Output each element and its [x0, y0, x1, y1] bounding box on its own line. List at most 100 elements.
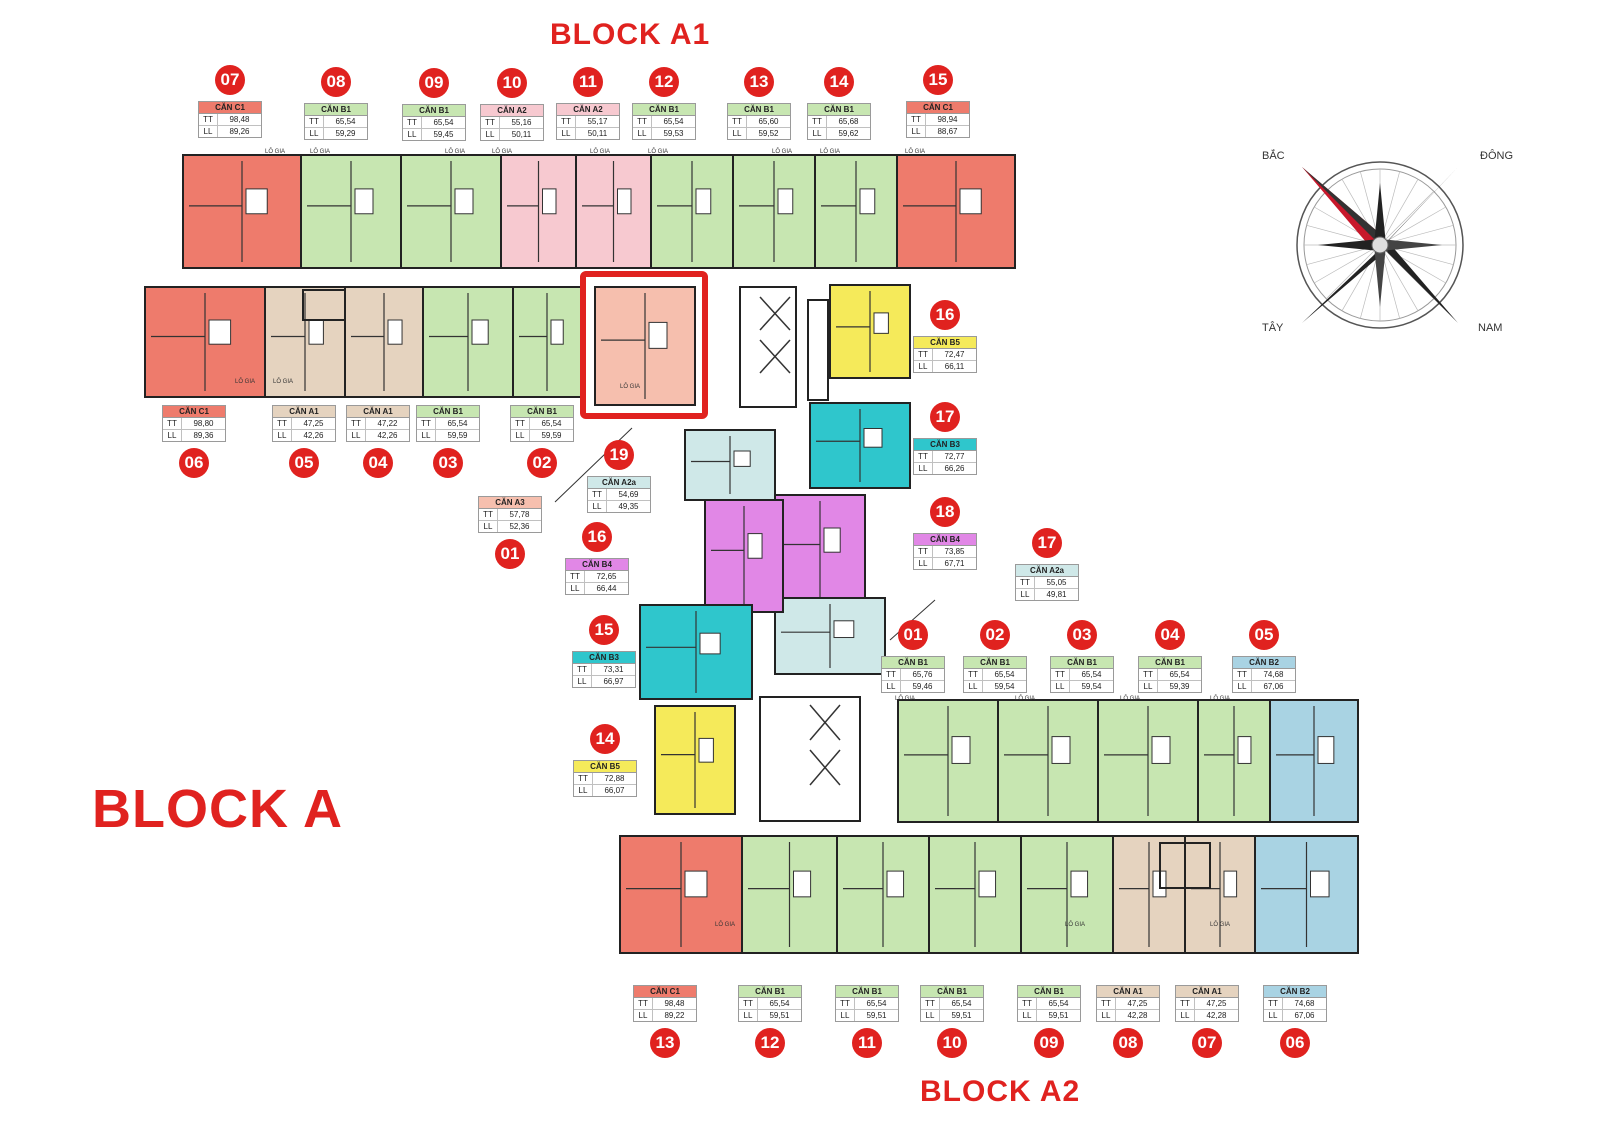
unit-32-plan — [928, 835, 1022, 954]
area-key: LL — [1018, 1010, 1037, 1021]
area-value: 55,16 — [511, 118, 532, 127]
unit-14-plan — [512, 286, 582, 398]
unit-number-badge: 11 — [852, 1028, 882, 1058]
unit-3-plan — [400, 154, 502, 269]
unit-type-label: CĂN C1 — [199, 102, 261, 114]
area-value: 55,17 — [587, 117, 608, 126]
area-key: TT — [573, 664, 592, 675]
unit-type-label: CĂN B1 — [921, 986, 983, 998]
unit-number-badge: 06 — [179, 448, 209, 478]
area-key: LL — [882, 681, 901, 692]
area-key: LL — [1264, 1010, 1283, 1021]
area-key: TT — [1139, 669, 1158, 680]
unit-type-label: CĂN B1 — [417, 406, 479, 418]
unit-10-plan — [144, 286, 266, 398]
unit-number-badge: 18 — [930, 497, 960, 527]
unit-6-plan — [650, 154, 734, 269]
block-a-title: BLOCK A — [92, 779, 343, 839]
unit-type-label: CĂN B1 — [403, 105, 465, 117]
area-key: LL — [511, 430, 530, 441]
unit-type-label: CĂN B5 — [914, 337, 976, 349]
elevator-core-a1 — [739, 286, 797, 408]
area-key: LL — [728, 128, 747, 139]
unit-28-plan — [1269, 699, 1359, 823]
unit-number-badge: 12 — [649, 67, 679, 97]
area-key: TT — [574, 773, 593, 784]
unit-number-badge: 02 — [527, 448, 557, 478]
area-key: TT — [1097, 998, 1116, 1009]
area-value: 49,81 — [1046, 590, 1067, 599]
unit-type-label: CĂN B1 — [882, 657, 944, 669]
unit-number-badge: 09 — [1034, 1028, 1064, 1058]
unit-type-label: CĂN A3 — [479, 497, 541, 509]
area-key: TT — [417, 418, 436, 429]
area-key: LL — [1051, 681, 1070, 692]
unit-27-plan — [1197, 699, 1271, 823]
unit-type-label: CĂN B1 — [739, 986, 801, 998]
unit-type-label: CĂN B4 — [566, 559, 628, 571]
area-value: 98,80 — [193, 419, 214, 428]
area-value: 47,25 — [303, 419, 324, 428]
area-value: 67,06 — [1263, 682, 1284, 691]
area-key: TT — [1176, 998, 1195, 1009]
area-value: 65,54 — [1081, 670, 1102, 679]
unit-type-label: CĂN A1 — [347, 406, 409, 418]
area-value: 73,31 — [603, 665, 624, 674]
area-value: 65,54 — [951, 999, 972, 1008]
